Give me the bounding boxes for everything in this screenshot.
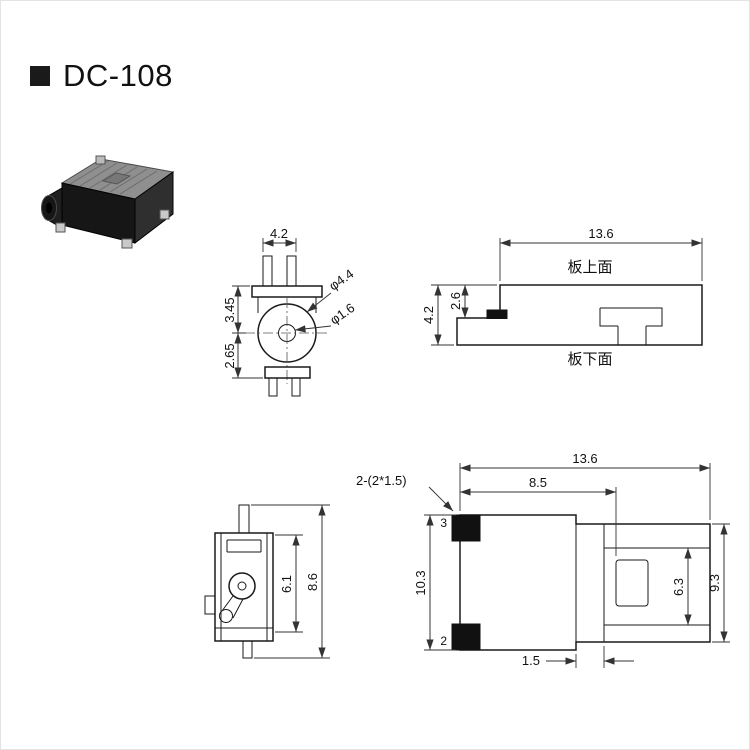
pad-3-number-label: 3 bbox=[440, 516, 447, 530]
front-extension-lines bbox=[232, 238, 297, 379]
dim-bottom-step-width-label: 1.5 bbox=[522, 653, 540, 668]
pin-view-contact-center bbox=[237, 581, 247, 591]
pin-view-inner-lines bbox=[215, 533, 273, 641]
photo-solder-pin bbox=[121, 238, 133, 249]
front-view: 4.2 3.45 2.65 φ4.4 φ1.6 bbox=[222, 226, 357, 397]
pin-view-body bbox=[214, 532, 274, 642]
pin-side-view: 6.1 8.6 bbox=[204, 504, 330, 659]
leader-line bbox=[306, 292, 332, 313]
pads-note-label: 2-(2*1.5) bbox=[356, 473, 407, 488]
dim-bottom-right-height-label: 9.3 bbox=[707, 574, 722, 592]
part-title: DC-108 bbox=[30, 58, 173, 94]
leader-line bbox=[428, 486, 454, 512]
pin-view-top-pin bbox=[238, 504, 250, 534]
pin-view-extension-lines bbox=[251, 504, 330, 659]
dim-outer-diameter-label: φ4.4 bbox=[326, 266, 356, 293]
photo-shield-dimple bbox=[101, 172, 132, 185]
photo-solder-pin bbox=[95, 155, 106, 165]
bottom-pad-2 bbox=[451, 623, 481, 651]
dim-front-lower-height-label: 2.65 bbox=[222, 343, 237, 368]
title-bullet-icon bbox=[30, 66, 50, 86]
photo-barrel-pin-hole bbox=[46, 202, 52, 214]
pin-view-lever-arm bbox=[221, 595, 244, 619]
dim-bottom-width-label: 13.6 bbox=[572, 451, 597, 466]
board-bottom-surface-label: 板下面 bbox=[567, 350, 612, 368]
dim-front-width-label: 4.2 bbox=[270, 226, 288, 241]
pad-2-number-label: 2 bbox=[440, 634, 447, 648]
bottom-pad-3 bbox=[451, 514, 481, 542]
dim-side-width-label: 13.6 bbox=[588, 226, 613, 241]
dim-bottom-inner-height-label: 6.3 bbox=[671, 578, 686, 596]
pin-view-contact-circle bbox=[228, 572, 256, 600]
product-photo bbox=[41, 155, 175, 249]
pin-view-bottom-pin bbox=[242, 640, 253, 659]
part-number: DC-108 bbox=[63, 58, 173, 93]
front-top-flange bbox=[251, 285, 323, 298]
dim-pin-overall-height-label: 8.6 bbox=[305, 573, 320, 591]
photo-solder-pin bbox=[55, 222, 66, 233]
photo-solder-pin bbox=[159, 209, 170, 220]
dim-bottom-slot-offset-label: 8.5 bbox=[529, 475, 547, 490]
dim-pin-inner-height-label: 6.1 bbox=[279, 575, 294, 593]
bottom-inner-lines bbox=[575, 524, 710, 642]
front-bottom-flange bbox=[264, 366, 311, 379]
front-top-pins bbox=[262, 255, 297, 287]
front-centerlines bbox=[245, 298, 329, 384]
bottom-view: 13.6 8.5 10.3 6.3 9.3 1.5 2-(2*1.5) 3 2 bbox=[356, 451, 730, 668]
pin-view-lever-tip bbox=[219, 609, 233, 623]
dim-inner-diameter-label: φ1.6 bbox=[327, 300, 357, 327]
side-locating-peg bbox=[599, 307, 663, 345]
pin-view-left-tab bbox=[204, 595, 216, 615]
dim-bottom-overall-height-label: 10.3 bbox=[413, 570, 428, 595]
dim-side-step-height-label: 2.6 bbox=[448, 292, 463, 310]
side-extension-lines bbox=[431, 238, 703, 346]
dim-front-upper-height-label: 3.45 bbox=[222, 297, 237, 322]
dim-side-height-label: 4.2 bbox=[421, 306, 436, 324]
side-view: 13.6 4.2 2.6 板上面 板下面 bbox=[421, 226, 703, 368]
board-top-surface-label: 板上面 bbox=[567, 258, 612, 276]
side-solder-pad bbox=[486, 309, 508, 319]
bottom-outline bbox=[459, 514, 711, 651]
front-bottom-pins bbox=[268, 377, 301, 397]
photo-right-face bbox=[134, 171, 174, 245]
leader-line bbox=[294, 325, 332, 333]
bottom-locating-peg bbox=[615, 559, 649, 607]
